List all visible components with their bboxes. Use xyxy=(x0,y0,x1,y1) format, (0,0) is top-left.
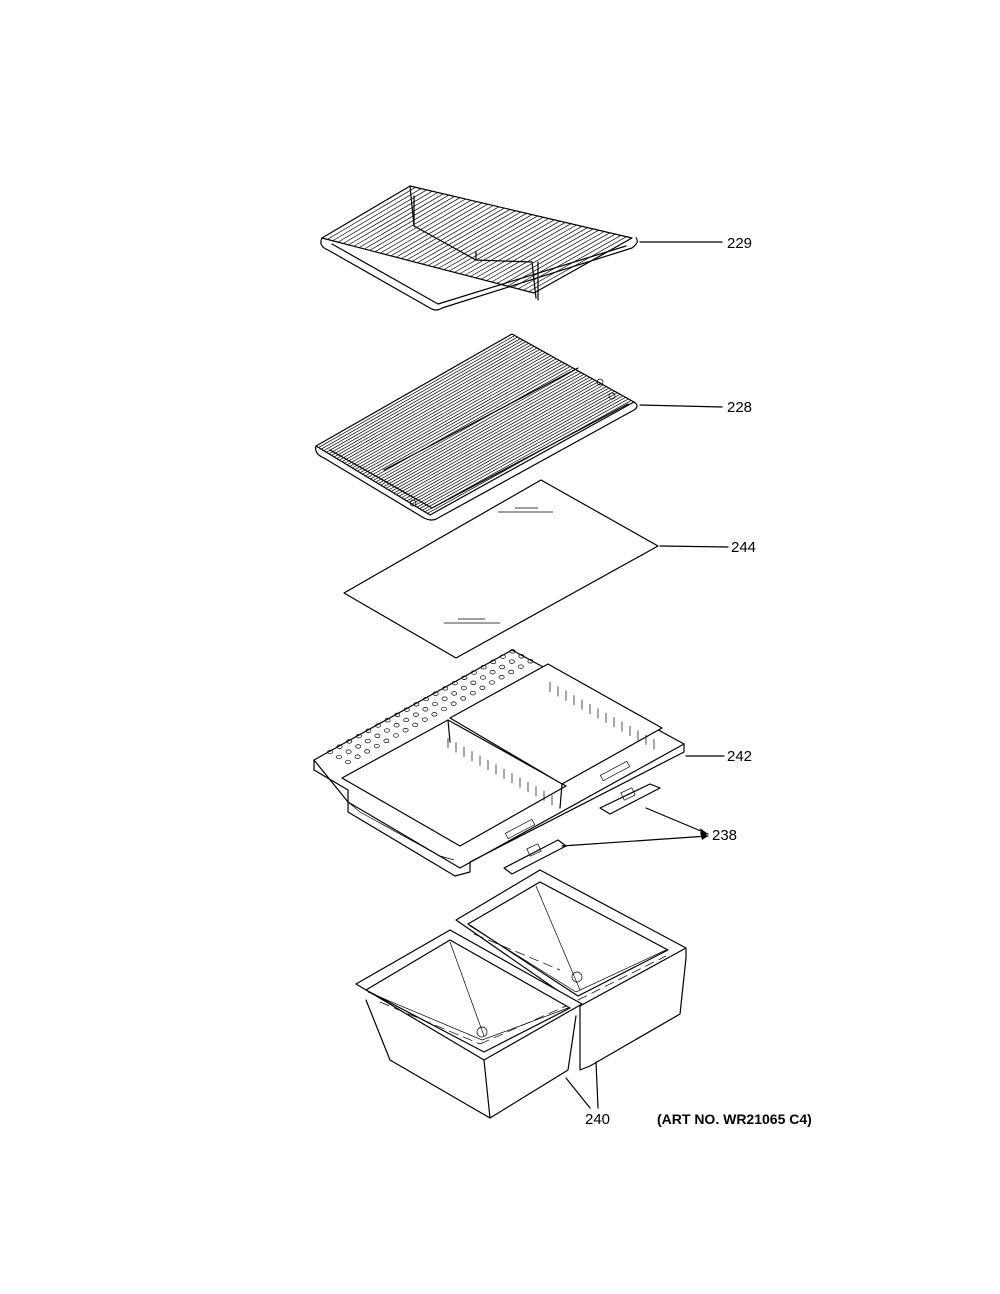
callout-229: 229 xyxy=(727,235,752,252)
callout-238: 238 xyxy=(712,827,737,844)
part-228-wire-shelf xyxy=(315,333,638,521)
art-number: (ART NO. WR21065 C4) xyxy=(657,1111,812,1127)
callout-242: 242 xyxy=(727,748,752,765)
leader-lines xyxy=(561,241,729,1109)
part-229-split-wire-shelf xyxy=(320,185,638,311)
part-244-glass-shelf xyxy=(343,479,659,659)
part-240-crisper-drawers xyxy=(355,869,687,1119)
callout-228: 228 xyxy=(727,399,752,416)
callout-244: 244 xyxy=(731,539,756,556)
part-242-crisper-frame xyxy=(313,649,685,877)
callout-240: 240 xyxy=(585,1111,610,1128)
